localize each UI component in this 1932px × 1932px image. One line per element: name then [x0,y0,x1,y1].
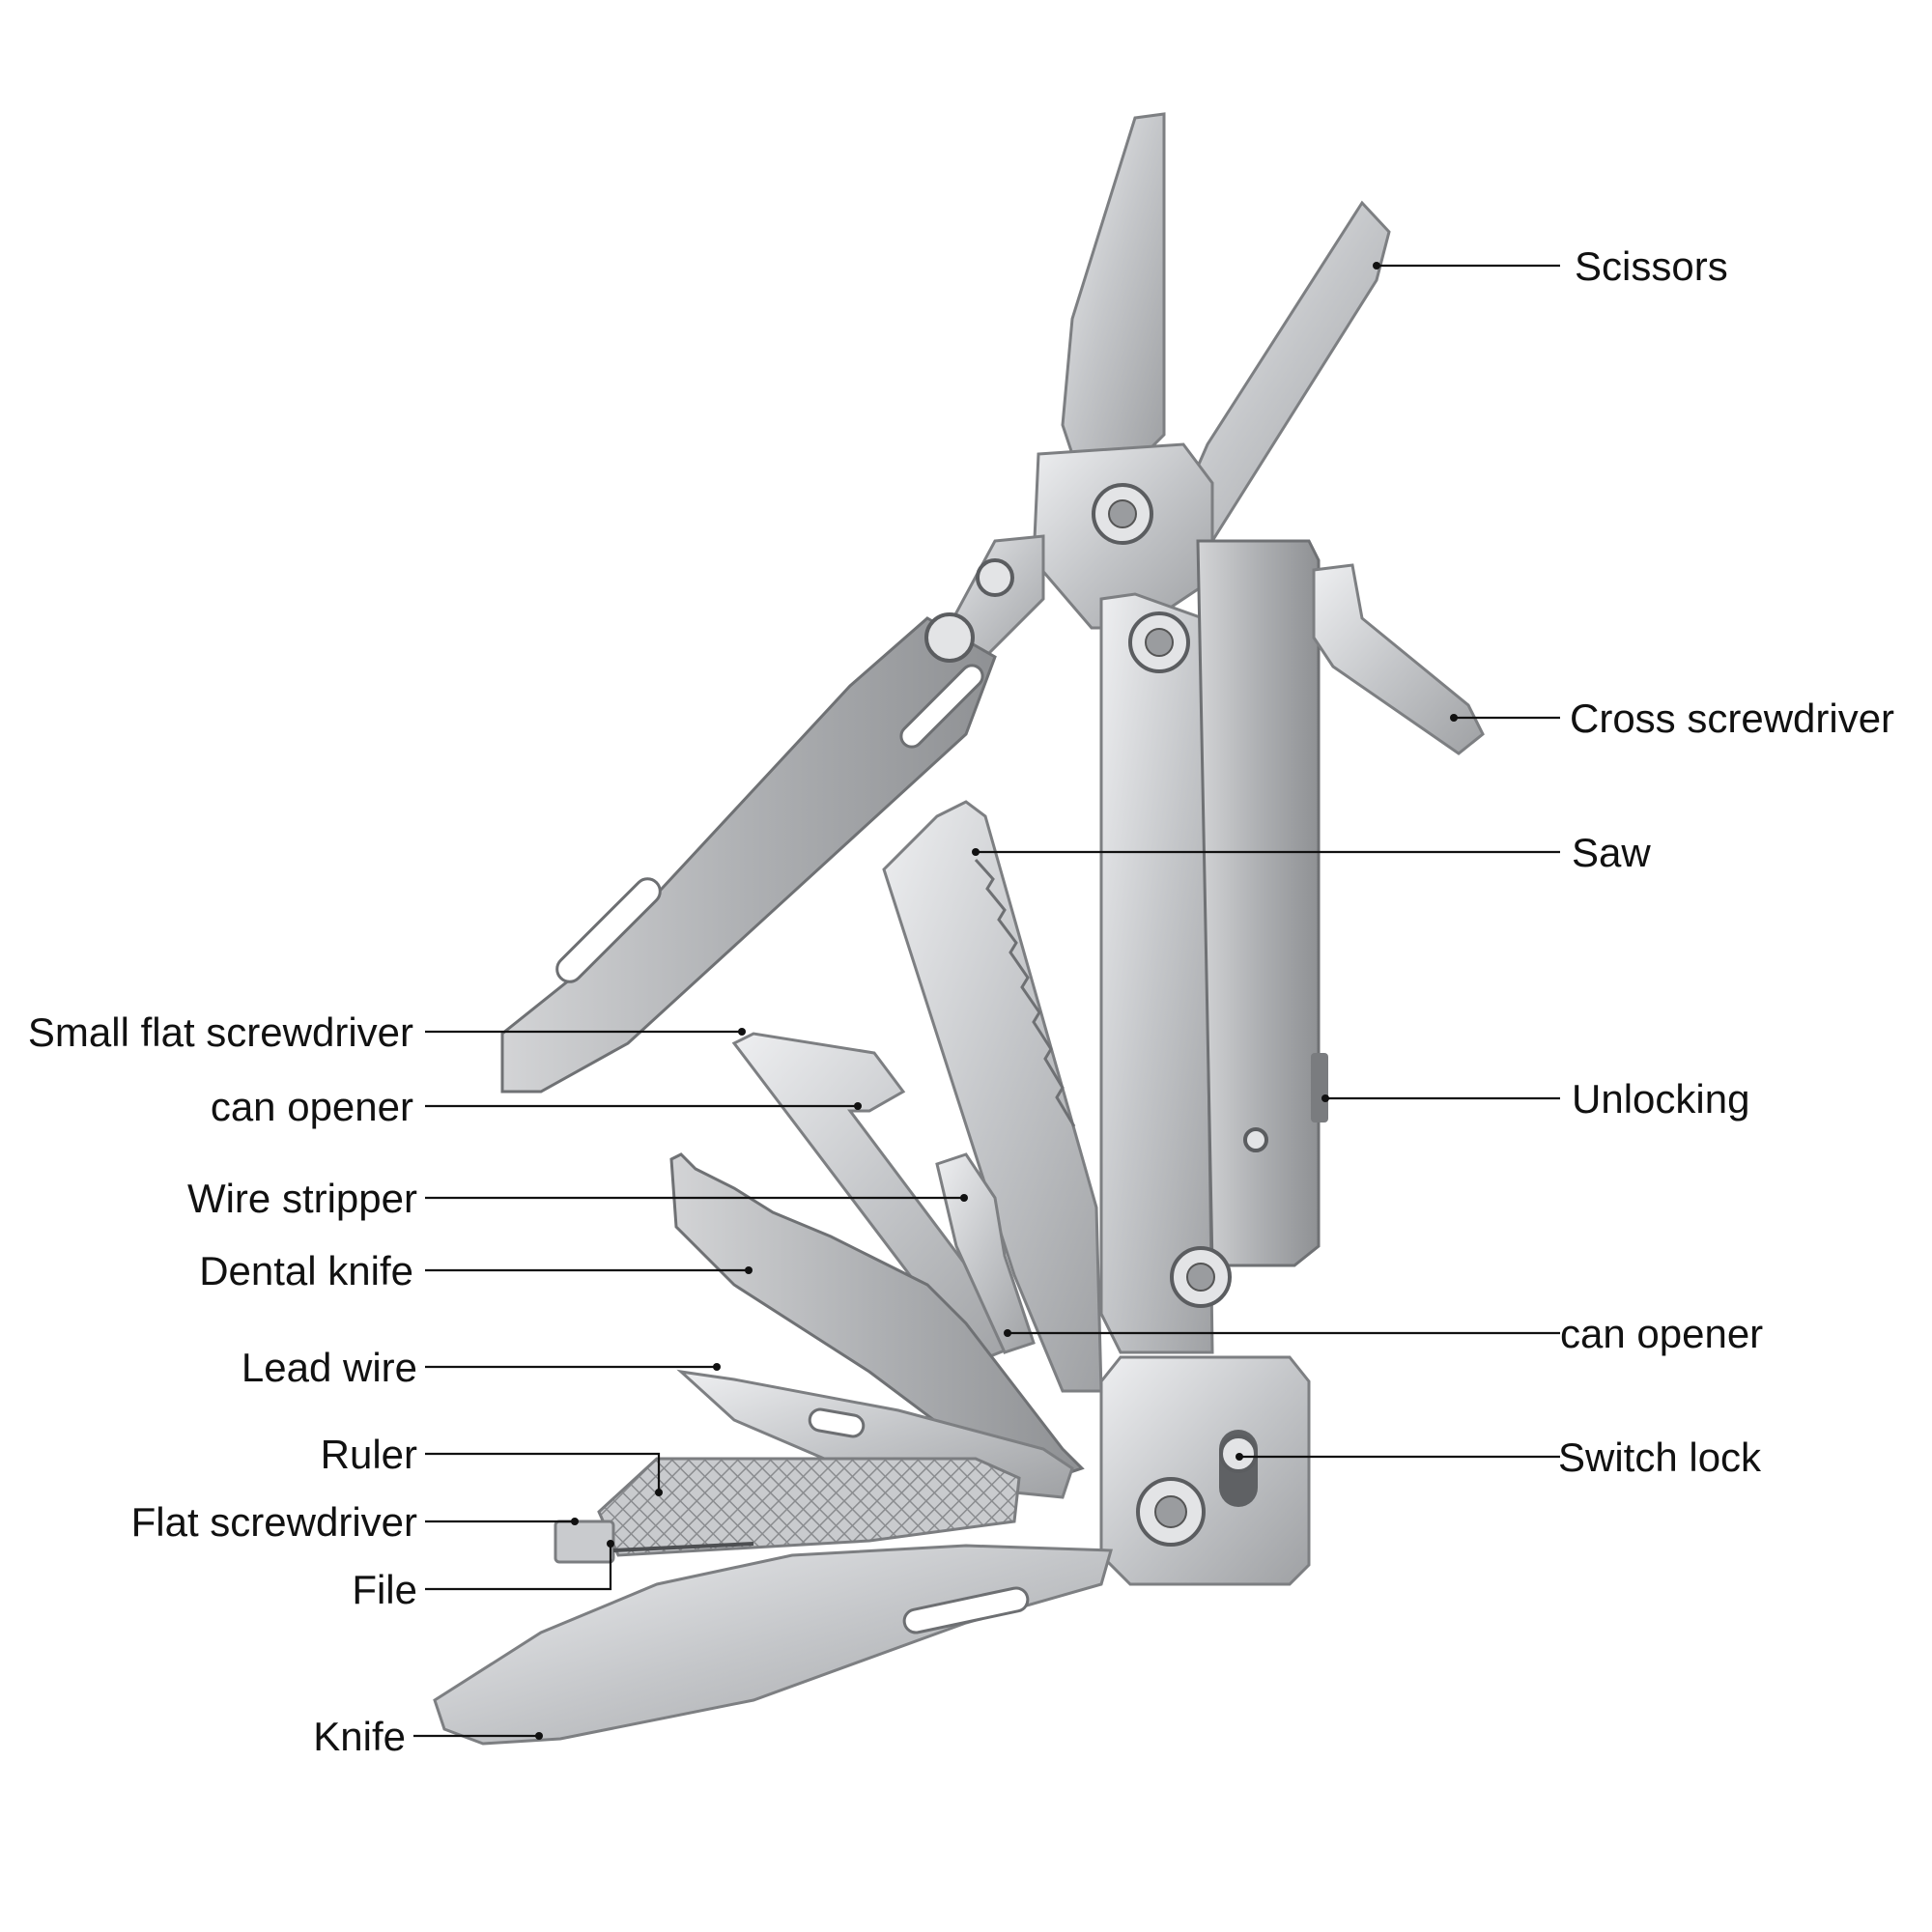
handle-small-dot [1243,1127,1268,1152]
handle-screw-top-head [1145,628,1174,657]
label-knife: Knife [313,1714,406,1759]
label-unlocking: Unlocking [1572,1076,1749,1122]
leader-file-dot [607,1540,614,1548]
handle-screw-mid-head [1186,1263,1215,1292]
lever-slot-short [899,664,984,749]
wire-stripper-notch [935,1152,1036,1354]
file-body [597,1457,1021,1557]
leader-lines [413,262,1560,1740]
saw-blade [882,800,1103,1393]
knife-blade [433,1544,1113,1746]
unlocking-button [1311,1053,1328,1122]
knife-slot [902,1586,1030,1634]
label-file: File [352,1567,417,1612]
handle-upper-left [1099,592,1214,1354]
label-dental-knife: Dental knife [199,1248,413,1293]
leader-knife-dot [535,1732,543,1740]
label-can-opener-right: can opener [1560,1311,1763,1356]
labels: Scissors Cross screwdriver Saw Small fla… [28,243,1894,1759]
leader-ruler [425,1452,661,1492]
dental-knife-blade [669,1152,1085,1490]
leader-unlocking-dot [1321,1094,1329,1102]
leader-wire-stripper-dot [960,1194,968,1202]
lower-bolster [1099,1355,1311,1586]
leader-scissors-dot [1373,262,1380,270]
leader-file [425,1544,612,1591]
label-can-opener-left: can opener [211,1084,413,1129]
label-scissors: Scissors [1575,243,1728,289]
scissors-blade-left [1061,112,1166,456]
leader-can-opener-left-dot [854,1102,862,1110]
label-ruler: Ruler [321,1432,417,1477]
label-lead-wire: Lead wire [242,1345,417,1390]
lever-slot-long [555,877,662,983]
leader-saw-dot [972,848,980,856]
lead-wire-slot [808,1407,866,1438]
leader-small-flat-screwdriver-dot [738,1028,746,1036]
leader-switch-lock-dot [1236,1453,1243,1461]
label-small-flat-screwdriver: Small flat screwdriver [28,1009,413,1055]
label-wire-stripper: Wire stripper [187,1176,417,1221]
leader-ruler-dot [655,1489,663,1496]
leader-flat-screwdriver-dot [571,1518,579,1525]
spring-pivot [976,558,1014,597]
leader-can-opener-right-dot [1004,1329,1011,1337]
bolster-screw-head [1154,1495,1187,1528]
leader-cross-screwdriver-dot [1450,714,1458,722]
file-edge [612,1542,754,1552]
label-switch-lock: Switch lock [1558,1435,1762,1480]
lever-rivet [924,612,975,663]
tool-illustration [433,112,1485,1746]
flat-screwdriver-tip [554,1520,615,1564]
lever-arm [500,616,997,1094]
scissors-pivot-screw-head [1108,499,1137,528]
leader-dental-knife-dot [745,1266,753,1274]
label-flat-screwdriver: Flat screwdriver [131,1499,417,1545]
label-saw: Saw [1572,830,1651,875]
saw-teeth [974,858,1076,1127]
cross-screwdriver-arm [1312,563,1485,755]
label-cross-screwdriver: Cross screwdriver [1570,696,1894,741]
handle-upper-right [1196,539,1321,1267]
leader-lead-wire-dot [713,1363,721,1371]
